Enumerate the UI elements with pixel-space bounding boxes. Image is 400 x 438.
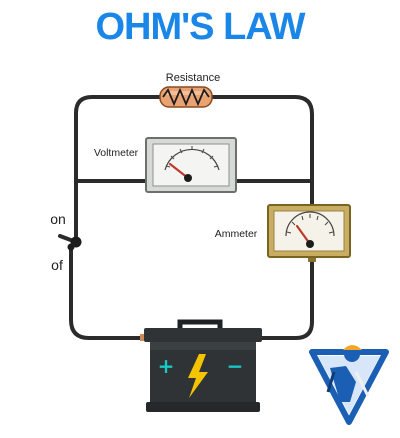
ammeter-label: Ammeter — [215, 228, 258, 240]
resistor-icon — [159, 86, 213, 108]
circuit-wire — [69, 95, 314, 340]
switch-on-label: on — [50, 211, 66, 227]
page-title: OHM'S LAW — [95, 6, 305, 48]
switch-icon[interactable] — [58, 234, 82, 251]
switch-off-label: of — [51, 257, 63, 273]
battery-negative-sign: − — [227, 354, 244, 378]
ammeter-icon — [267, 204, 351, 262]
electrician-logo-icon — [309, 345, 389, 425]
resistance-label: Resistance — [166, 72, 220, 84]
battery-positive-sign: + — [158, 354, 175, 378]
voltmeter-label: Voltmeter — [94, 147, 139, 159]
lightning-bolt-icon — [188, 354, 208, 398]
voltmeter-icon — [145, 137, 237, 193]
